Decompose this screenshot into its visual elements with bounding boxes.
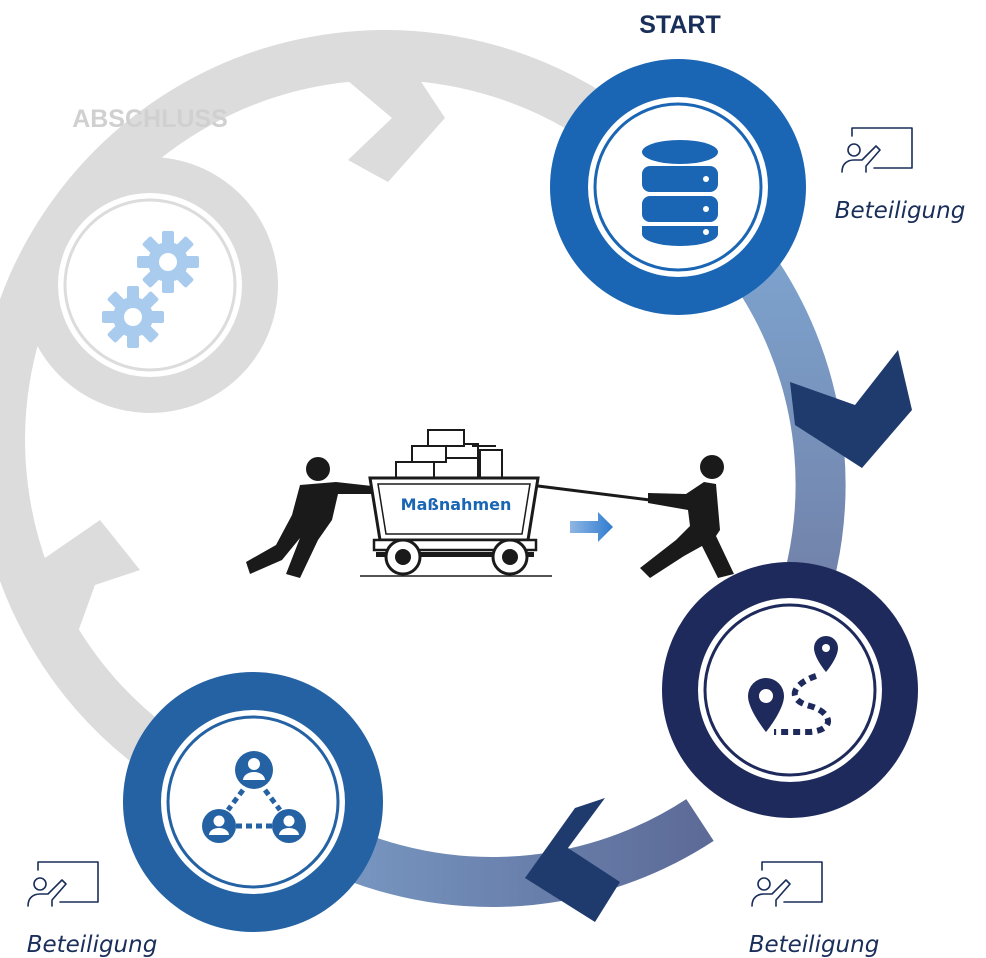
cart-label: Maßnahmen bbox=[401, 495, 512, 514]
end-label: ABSCHLUSS bbox=[72, 105, 228, 133]
presentation-board-icon bbox=[841, 127, 913, 173]
arrow-left-gray bbox=[30, 520, 140, 640]
tug-of-war-cart-icon: Maßnahmen bbox=[246, 429, 734, 578]
participation-bottom-left: Beteiligung bbox=[27, 861, 158, 958]
arrow-right-chevron bbox=[790, 350, 912, 468]
gears-icon bbox=[102, 231, 199, 348]
presentation-board-icon bbox=[751, 861, 823, 907]
end-node bbox=[22, 157, 278, 413]
start-node bbox=[550, 59, 806, 315]
direction-arrow-icon bbox=[570, 512, 613, 542]
start-label: START bbox=[639, 11, 720, 39]
participation-label: Beteiligung bbox=[835, 198, 966, 224]
cycle-ring-gray bbox=[0, 30, 636, 765]
route-map-pins-icon bbox=[748, 636, 838, 735]
database-icon bbox=[642, 140, 718, 246]
participation-right-top: Beteiligung bbox=[835, 127, 966, 224]
arrow-top-gray bbox=[335, 62, 445, 182]
participation-label: Beteiligung bbox=[749, 932, 880, 958]
network-node bbox=[123, 672, 383, 932]
route-node bbox=[662, 562, 918, 818]
participation-label: Beteiligung bbox=[27, 932, 158, 958]
arrow-bottom-chevron bbox=[525, 798, 620, 922]
presentation-board-icon bbox=[27, 861, 99, 907]
participation-bottom-right: Beteiligung bbox=[749, 861, 880, 958]
people-network-icon bbox=[202, 751, 306, 843]
